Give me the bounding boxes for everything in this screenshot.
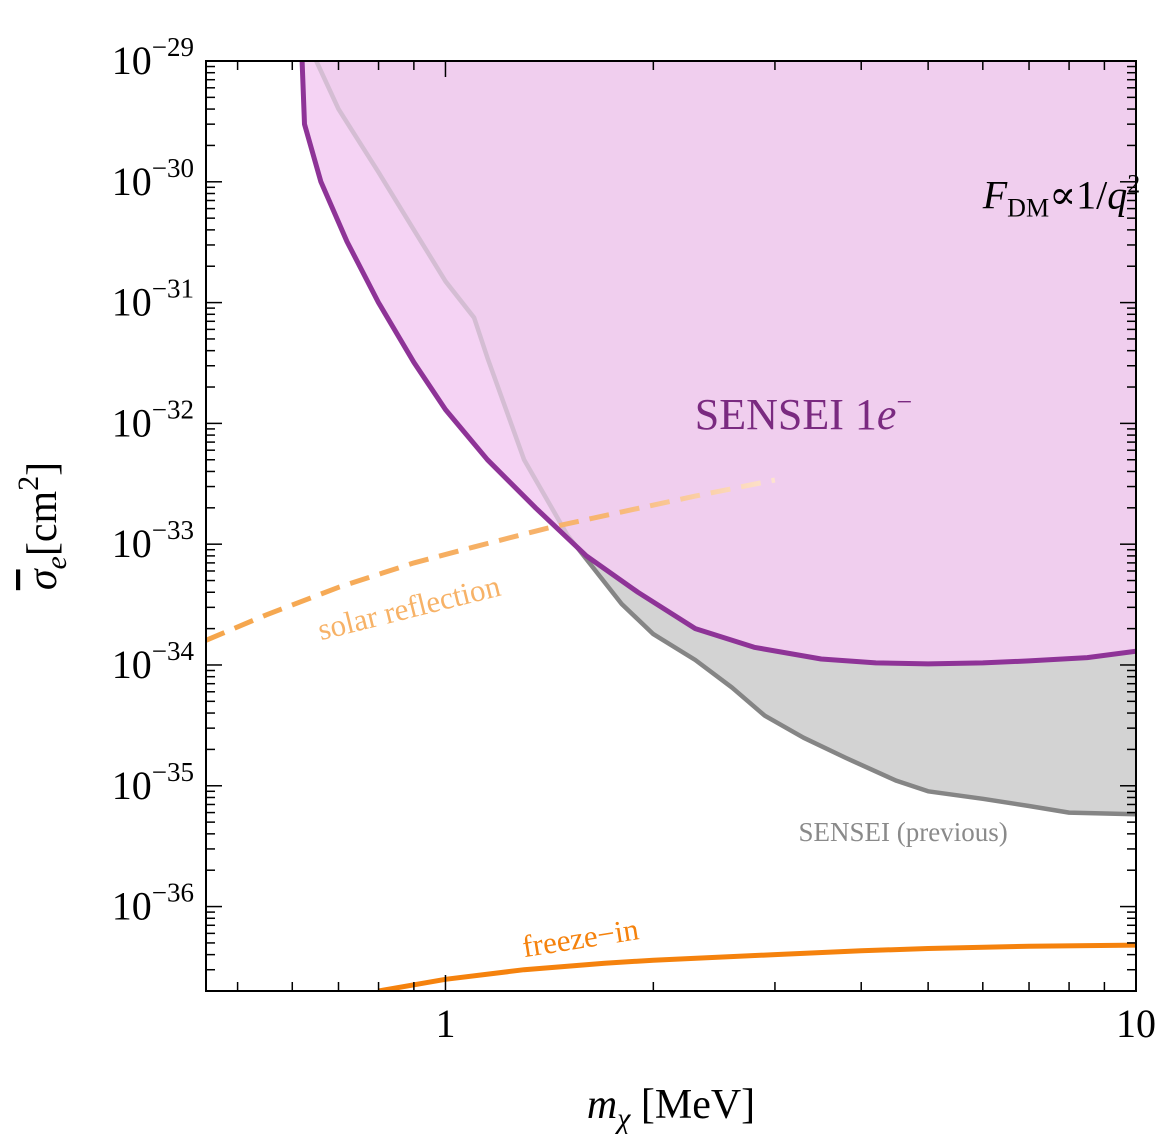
plot-area xyxy=(206,61,1136,991)
y-tick-label: 10−34 xyxy=(112,636,195,687)
y-tick-label: 10−29 xyxy=(112,32,194,83)
y-tick-label: 10−35 xyxy=(112,757,194,808)
solar-reflection-label: solar reflection xyxy=(314,568,504,647)
sensei-1e-label: SENSEI 1e− xyxy=(695,387,912,439)
axis-ticks xyxy=(206,60,1137,992)
sensei-1e-overlay xyxy=(302,61,1136,664)
x-axis-title: mχ [MeV] xyxy=(587,1082,755,1134)
y-axis-title: σe[cm2] xyxy=(12,462,73,590)
sensei-1e-line xyxy=(299,61,1136,667)
y-tick-label: 10−36 xyxy=(112,878,194,929)
solar-reflection-line xyxy=(206,477,776,643)
x-tick-label: 10 xyxy=(1116,1001,1156,1046)
plot-frame xyxy=(205,60,1137,992)
sensei-previous-label: SENSEI (previous) xyxy=(798,817,1007,847)
y-tick-label: 10−33 xyxy=(112,515,194,566)
tick-labels: 1 10 10−29 10−30 10−31 10−32 10−33 10−34 10−35 10… xyxy=(112,32,1156,1046)
y-tick-label: 10−31 xyxy=(112,274,194,325)
x-tick-label: 1 xyxy=(435,1001,455,1046)
freeze-in-line xyxy=(378,942,1136,991)
form-factor-label: FDM∝1/q2 xyxy=(982,170,1141,223)
y-tick-label: 10−30 xyxy=(112,153,194,204)
freeze-in-label: freeze−in xyxy=(520,911,642,964)
y-tick-label: 10−32 xyxy=(112,394,194,445)
